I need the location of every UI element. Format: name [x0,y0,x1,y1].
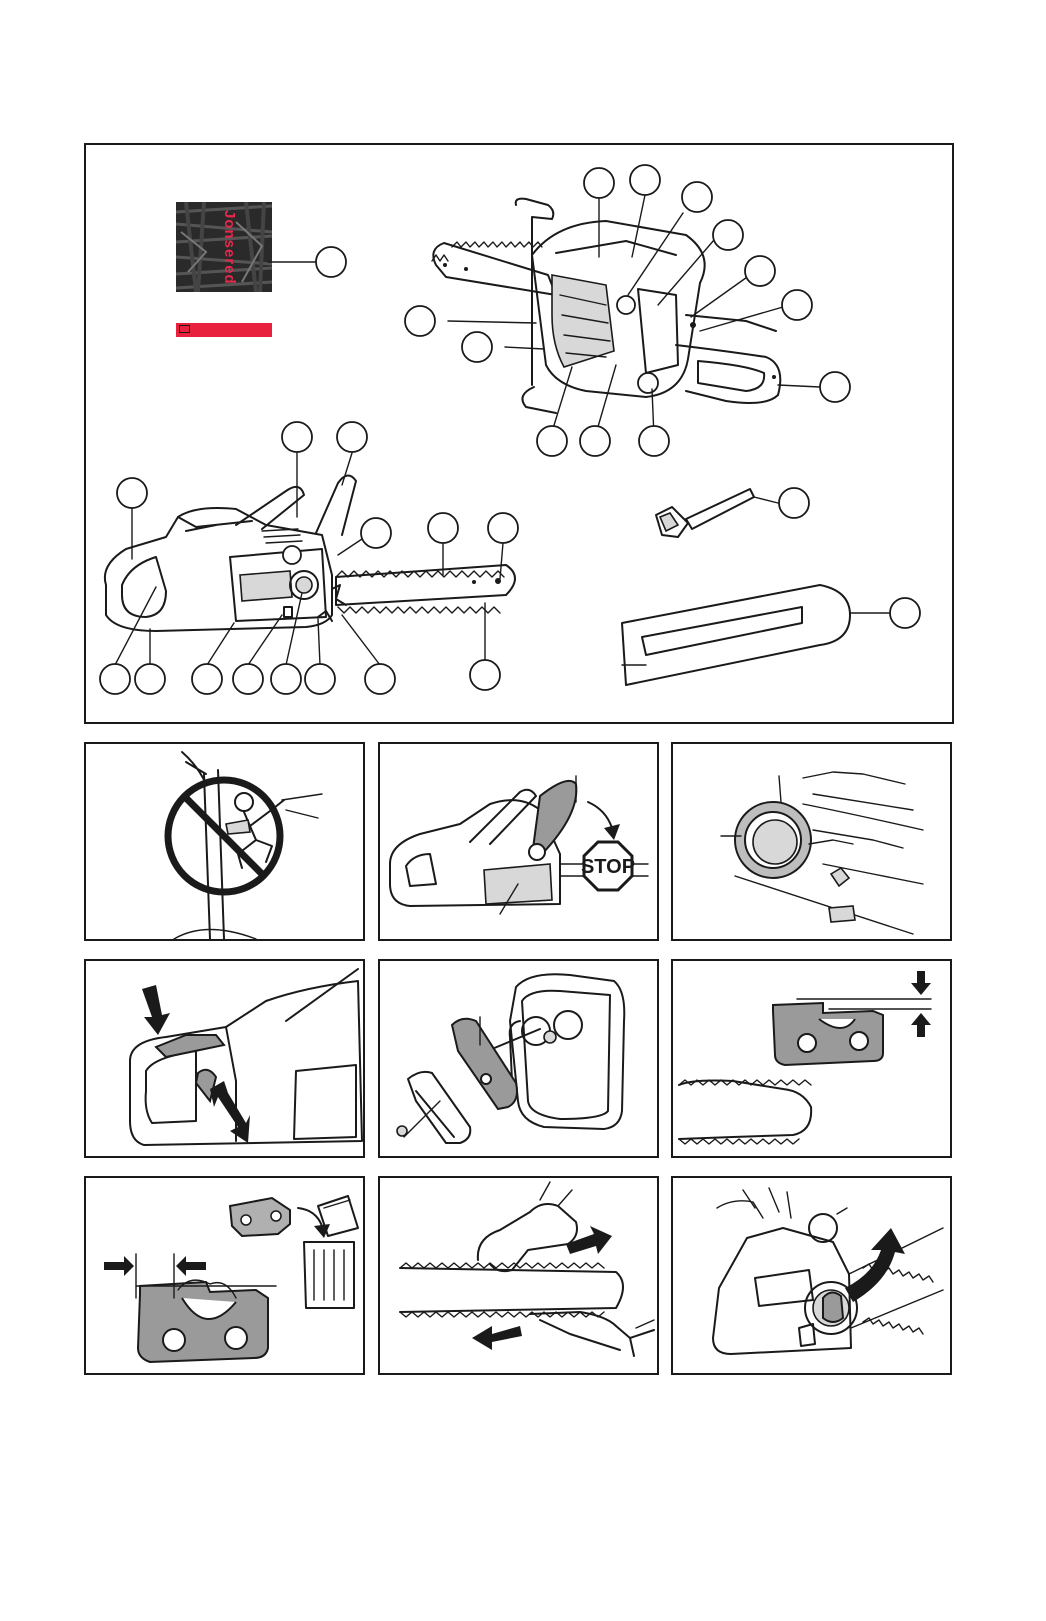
curved-arrow-icon [588,802,612,828]
parts-overview-drawing [86,145,952,722]
lower-left-callouts [100,422,518,694]
double-arrow-icon [210,1081,250,1143]
rotate-arrow-icon [845,1228,905,1302]
stop-sign-icon: STOP [581,842,635,890]
panel-worn-cutter [84,1176,365,1375]
panel-chain-catcher [671,742,952,941]
parts-overview-panel: Jonsered [84,143,954,724]
panel-chain-brake-stop: STOP [378,742,659,941]
curved-arrow-icon [298,1208,322,1226]
worn-cutter [138,1282,268,1362]
panel-chain-tensioner [671,1176,952,1375]
panel-throttle-lockout [84,959,365,1158]
cutter-tooth [773,1003,883,1065]
left-arrow-icon [176,1256,206,1276]
up-arrow-icon [911,1013,931,1037]
panel-bar-handling [378,1176,659,1375]
panel-no-tree-climbing [84,742,365,941]
svg-text:STOP: STOP [581,856,635,878]
panel-depth-gauge [671,959,952,1158]
gloved-hand-top [478,1204,577,1271]
combination-wrench [656,488,809,537]
bar-scabbard [622,585,920,685]
press-arrow-icon [142,985,170,1035]
spark-arrestor-screen [452,1019,517,1109]
panel-muffler [378,959,659,1158]
right-arrow-icon [104,1256,134,1276]
part-callout [316,247,346,277]
tree-trunk [204,770,224,939]
chainsaw-side-view [105,475,515,631]
throttle-lockout [156,1035,224,1057]
down-arrow-icon [911,971,931,995]
left-arrow-icon [472,1326,522,1350]
